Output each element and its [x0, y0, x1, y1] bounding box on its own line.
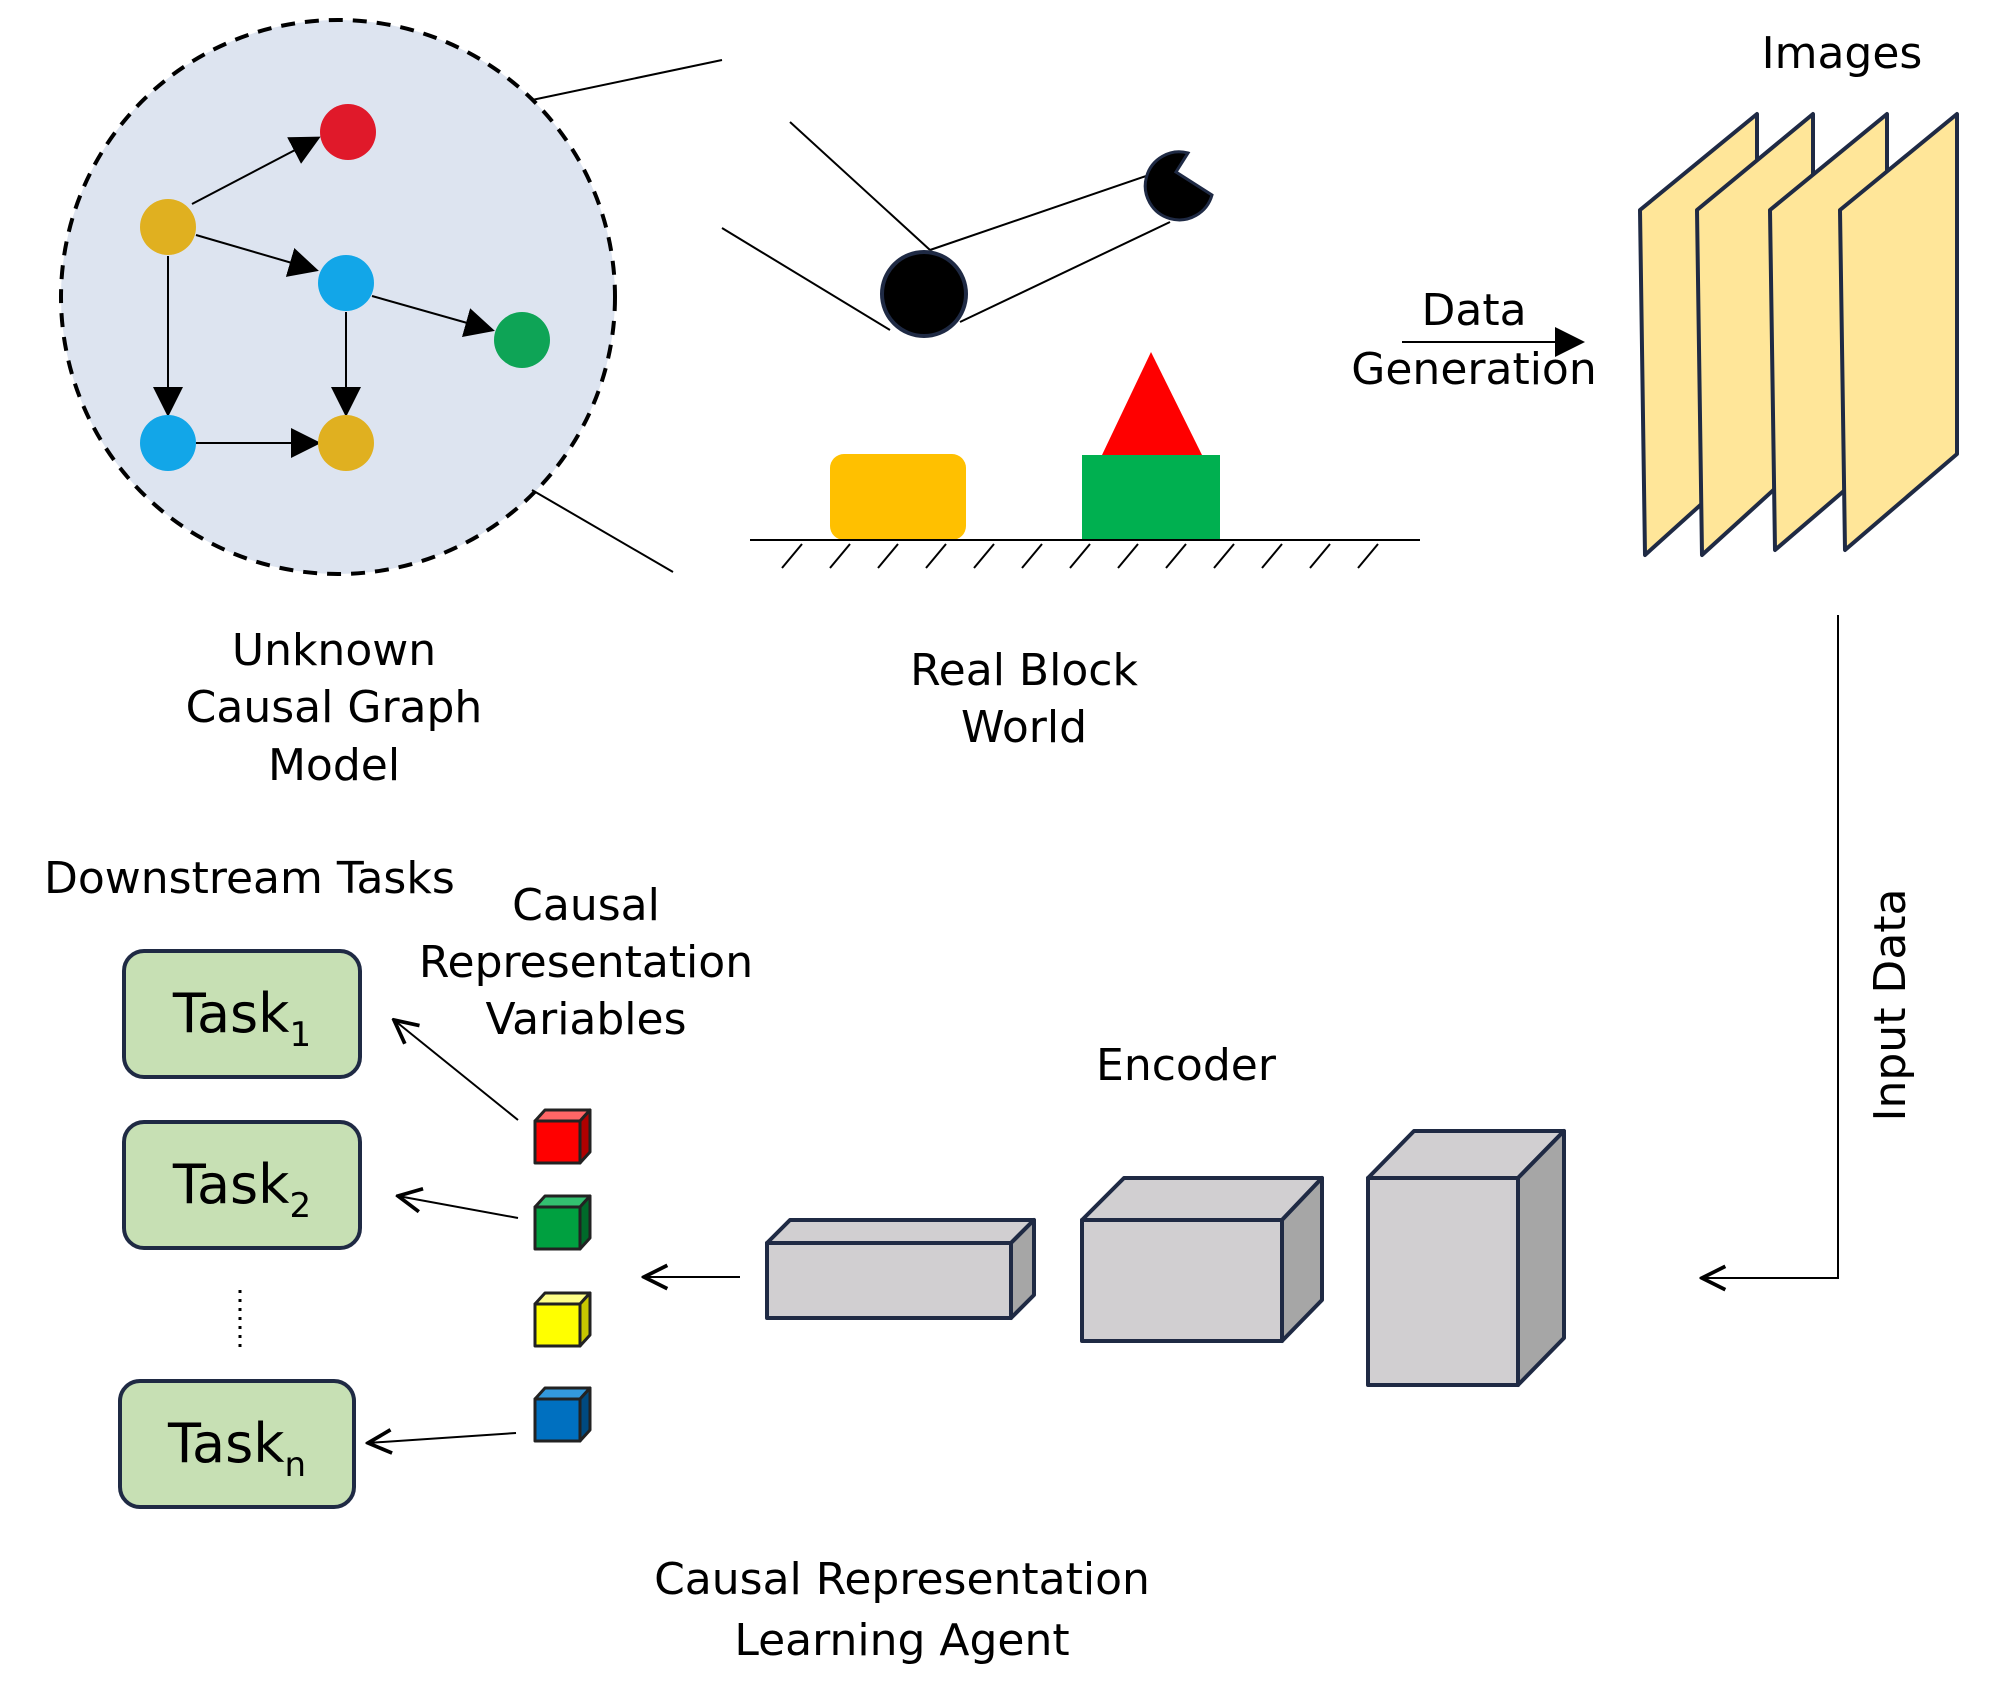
causal-graph [59, 18, 723, 576]
agent-label-2: Learning Agent [734, 1615, 1069, 1666]
task-label: Task [172, 982, 290, 1045]
downstream-label: Downstream Tasks [44, 853, 455, 904]
var-to-task-arrow [398, 1196, 519, 1219]
cube-red [533, 1108, 592, 1165]
image-stack [1638, 112, 1959, 557]
data-generation-label-1: Data [1421, 285, 1526, 336]
encoder-label: Encoder [1096, 1040, 1277, 1091]
yellow-block [830, 454, 966, 540]
image-frame [1838, 112, 1959, 552]
ground-hatching [781, 543, 1379, 569]
svg-text:Task2: Task2 [172, 1153, 311, 1226]
robot-arm-line [721, 227, 891, 331]
edge [191, 136, 321, 205]
zoom-line-top [531, 59, 723, 101]
task-label: Task [172, 1153, 290, 1216]
robot-gripper [1143, 150, 1214, 222]
agent-label-1: Causal Representation [654, 1554, 1150, 1605]
edge [195, 234, 319, 277]
cube-green [533, 1194, 592, 1251]
var-to-task-arrow [368, 1433, 517, 1443]
graph-node-green [494, 312, 550, 368]
graph-node-red [320, 104, 376, 160]
task-subscript: 1 [289, 1015, 311, 1055]
edge [371, 295, 495, 338]
var-to-task-arrow [394, 1020, 519, 1121]
unknown-graph-label-2: Causal Graph [186, 682, 483, 733]
task-box-2: Task2 [122, 1120, 362, 1250]
robot-arm-line [929, 173, 1153, 251]
block-world [721, 121, 1420, 569]
robot-arm-line [959, 221, 1171, 323]
graph-node-gold [318, 415, 374, 471]
input-data-arrow [1702, 615, 1839, 1278]
encoder-layer-1 [765, 1218, 1036, 1320]
causal-vars-label-3: Variables [485, 994, 686, 1045]
task-box-n: Taskn [118, 1379, 356, 1509]
cube-blue [533, 1386, 592, 1443]
green-block [1082, 455, 1220, 540]
graph-node-blue [318, 255, 374, 311]
cube-yellow [533, 1291, 592, 1348]
causal-vars-label-1: Causal [512, 880, 660, 931]
graph-node-blue [140, 415, 196, 471]
graph-node-gold [140, 199, 196, 255]
unknown-graph-label-1: Unknown [232, 625, 436, 676]
svg-text:Taskn: Taskn [167, 1412, 306, 1485]
causal-vars-label-2: Representation [419, 937, 753, 988]
robot-arm-line [789, 121, 931, 251]
data-generation-label-2: Generation [1351, 344, 1596, 395]
graph-edges [153, 136, 495, 458]
red-triangle [1102, 352, 1202, 455]
encoder [765, 1129, 1566, 1387]
causal-variable-cubes [533, 1108, 592, 1443]
real-block-label-1: Real Block [910, 645, 1138, 696]
zoom-line-bottom [531, 489, 674, 573]
input-data-label: Input Data [1865, 889, 1916, 1122]
images-label: Images [1762, 28, 1923, 79]
svg-text:Task1: Task1 [172, 982, 311, 1055]
real-block-label-2: World [961, 702, 1087, 753]
task-box-1: Task1 [122, 949, 362, 1079]
task-label: Task [167, 1412, 285, 1475]
unknown-graph-label-3: Model [268, 740, 400, 791]
task-subscript: 2 [289, 1186, 311, 1226]
task-subscript: n [284, 1445, 306, 1485]
robot-joint [880, 250, 968, 338]
encoder-layer-3 [1366, 1129, 1566, 1387]
encoder-layer-2 [1080, 1176, 1324, 1343]
